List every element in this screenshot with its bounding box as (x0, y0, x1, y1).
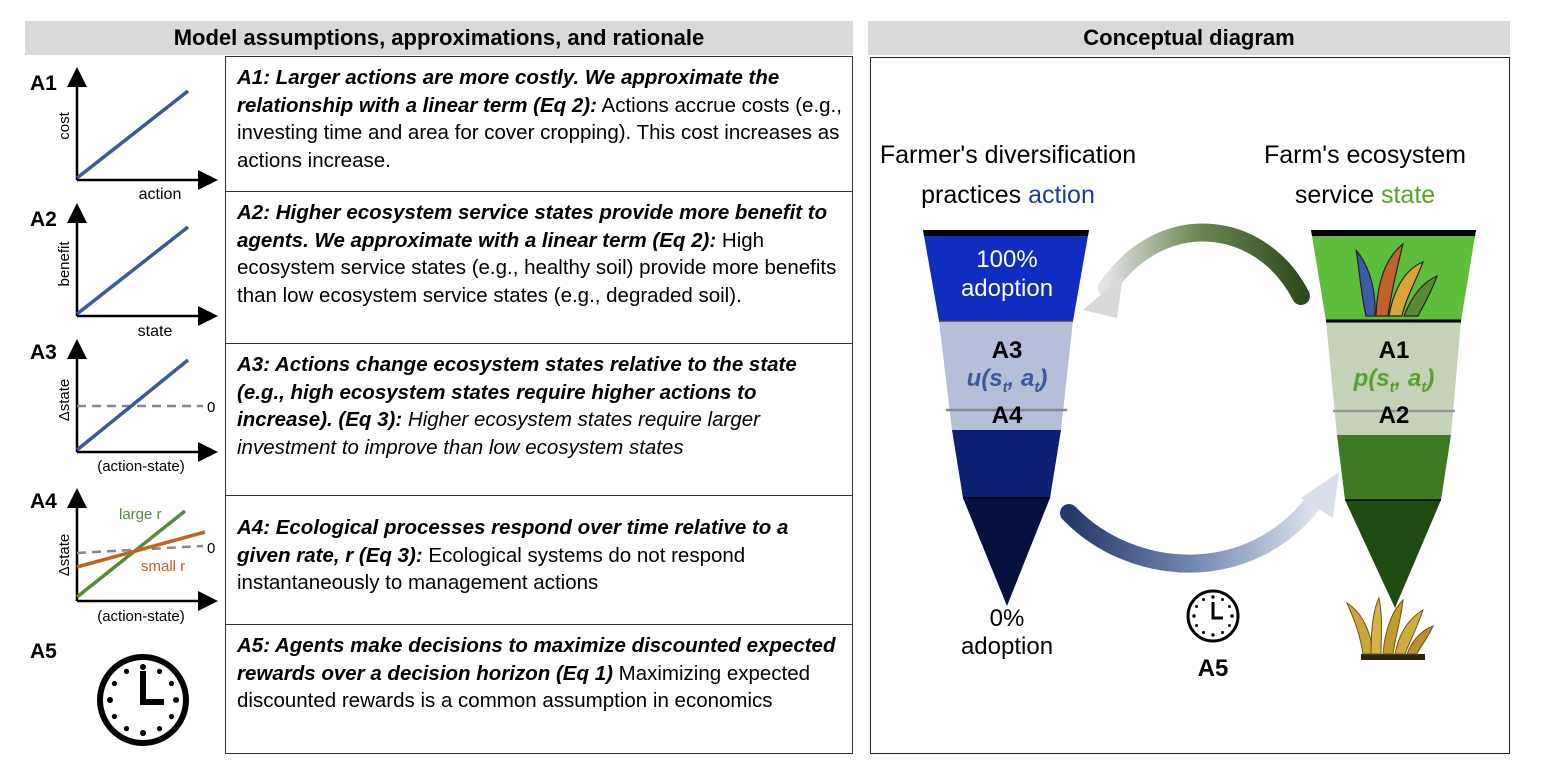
left-a4: A4 (992, 402, 1023, 429)
row-label-a3: A3 (30, 341, 57, 364)
assumption-a5-title: A5: Agents make decisions to maximize di… (237, 634, 836, 685)
plot-a2-xlabel: state (138, 323, 173, 340)
left-header: Model assumptions, approximations, and r… (25, 21, 853, 55)
plot-a1-xlabel: action (139, 186, 182, 203)
plot-a2-ylabel: benefit (56, 241, 73, 287)
clock-icon (97, 654, 189, 746)
top-percent: 100% (976, 246, 1037, 273)
healthy-plant-icon (1355, 242, 1439, 317)
assumption-box-a5: A5: Agents make decisions to maximize di… (225, 624, 853, 754)
plot-a4-ylabel: Δstate (56, 534, 73, 577)
dry-grass-icon (1345, 596, 1434, 660)
conceptual-diagram-box: Farmer's diversification practices actio… (870, 57, 1510, 754)
state-title-line1: Farm's ecosystem (1264, 141, 1466, 169)
assumption-box-a1: A1: Larger actions are more costly. We a… (225, 56, 853, 192)
plot-a3-ylabel: Δstate (56, 379, 73, 422)
plot-a1-ylabel: cost (56, 111, 73, 139)
assumption-a1-title: A1: Larger actions are more costly. We a… (237, 66, 780, 117)
right-header: Conceptual diagram (868, 21, 1510, 55)
action-title-line1: Farmer's diversification (880, 141, 1136, 169)
plot-a3: 0 (action-state) Δstate (56, 339, 218, 475)
assumption-a5-text: Maximizing expected discounted rewards i… (237, 661, 811, 713)
row-label-a1: A1 (30, 72, 57, 95)
clock-label-a5: A5 (1198, 655, 1229, 682)
assumption-a4-title: A4: Ecological processes respond over ti… (237, 516, 789, 567)
feedback-arrow-top (1083, 223, 1310, 318)
plot-a4-zero: 0 (207, 540, 215, 557)
right-a1: A1 (1379, 337, 1410, 364)
plot-a4-small-r: small r (141, 558, 185, 575)
plot-a4: large r small r 0 (action-state) Δstate (56, 488, 218, 625)
state-title-line2: service state (1295, 181, 1435, 209)
cost-line (75, 89, 190, 180)
assumption-a1-text: Actions accrue costs (e.g., investing ti… (237, 93, 842, 172)
assumption-box-a4: A4: Ecological processes respond over ti… (225, 495, 853, 625)
feedback-arrow-bottom (1060, 472, 1339, 573)
row-label-a4: A4 (30, 490, 57, 513)
small-r-line (76, 530, 206, 569)
plot-a3-zero: 0 (207, 399, 215, 416)
u-function: u(st, at) (967, 365, 1048, 396)
row-label-a5: A5 (30, 640, 57, 663)
benefit-line (75, 225, 190, 316)
plot-a2: state benefit (56, 203, 218, 340)
action-funnel (923, 230, 1089, 606)
plot-a4-xlabel: (action-state) (97, 608, 185, 625)
left-a3: A3 (992, 337, 1023, 364)
assumption-a2-text: High ecosystem service states (e.g., hea… (237, 228, 837, 307)
plot-a1: action cost (56, 67, 218, 203)
bottom-percent: 0% (990, 605, 1025, 632)
conceptual-diagram: Farmer's diversification practices actio… (880, 141, 1476, 682)
assumption-a3-text: Higher ecosystem states require larger i… (237, 408, 760, 459)
assumption-box-a2: A2: Higher ecosystem service states prov… (225, 191, 853, 344)
assumption-a3-title: A3: Actions change ecosystem states rela… (237, 353, 797, 431)
delta-line (75, 358, 190, 452)
assumption-box-a3: A3: Actions change ecosystem states rela… (225, 343, 853, 496)
plot-a3-xlabel: (action-state) (97, 458, 185, 475)
bottom-adoption: adoption (961, 633, 1053, 660)
row-label-a2: A2 (30, 208, 57, 231)
assumption-a4-text: Ecological systems do not respond instan… (237, 543, 746, 595)
action-title-line2: practices action (921, 181, 1095, 209)
assumption-a2-title: A2: Higher ecosystem service states prov… (237, 201, 828, 252)
plot-a4-large-r: large r (119, 506, 162, 523)
state-funnel (1311, 230, 1476, 608)
top-adoption: adoption (961, 275, 1053, 302)
time-clock-icon (1186, 589, 1240, 643)
right-a2: A2 (1379, 402, 1410, 429)
